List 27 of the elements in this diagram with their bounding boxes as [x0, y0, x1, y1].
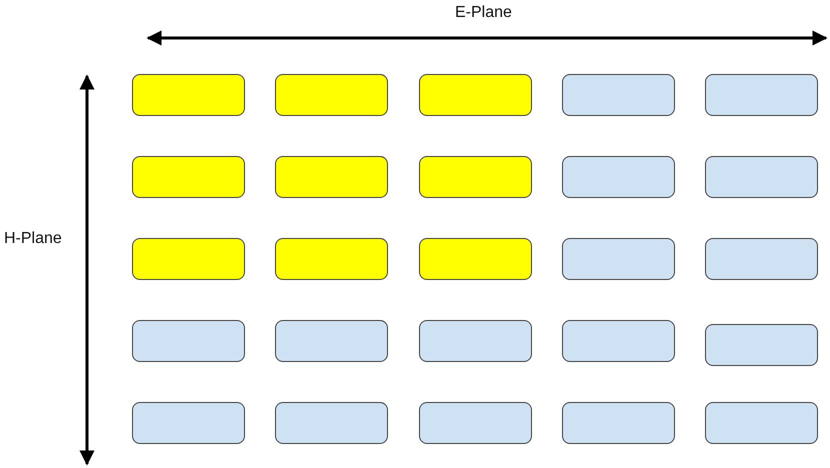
array-element: [132, 156, 245, 198]
array-element: [275, 402, 388, 444]
array-element: [132, 402, 245, 444]
array-element: [419, 238, 532, 280]
array-element: [275, 74, 388, 116]
array-element: [275, 156, 388, 198]
array-element: [132, 320, 245, 362]
array-element: [705, 156, 818, 198]
array-element: [705, 238, 818, 280]
array-element: [419, 74, 532, 116]
array-element: [562, 238, 675, 280]
array-element: [705, 74, 818, 116]
array-element: [275, 320, 388, 362]
plane-label: H-Plane: [4, 230, 62, 248]
array-element: [562, 74, 675, 116]
array-element: [562, 156, 675, 198]
array-element: [705, 324, 818, 366]
array-element: [419, 156, 532, 198]
array-element: [132, 74, 245, 116]
array-element: [419, 402, 532, 444]
array-element: [275, 238, 388, 280]
array-element: [562, 320, 675, 362]
array-element: [562, 402, 675, 444]
plane-label: E-Plane: [455, 4, 512, 22]
array-element: [705, 402, 818, 444]
array-element: [419, 320, 532, 362]
array-element: [132, 238, 245, 280]
